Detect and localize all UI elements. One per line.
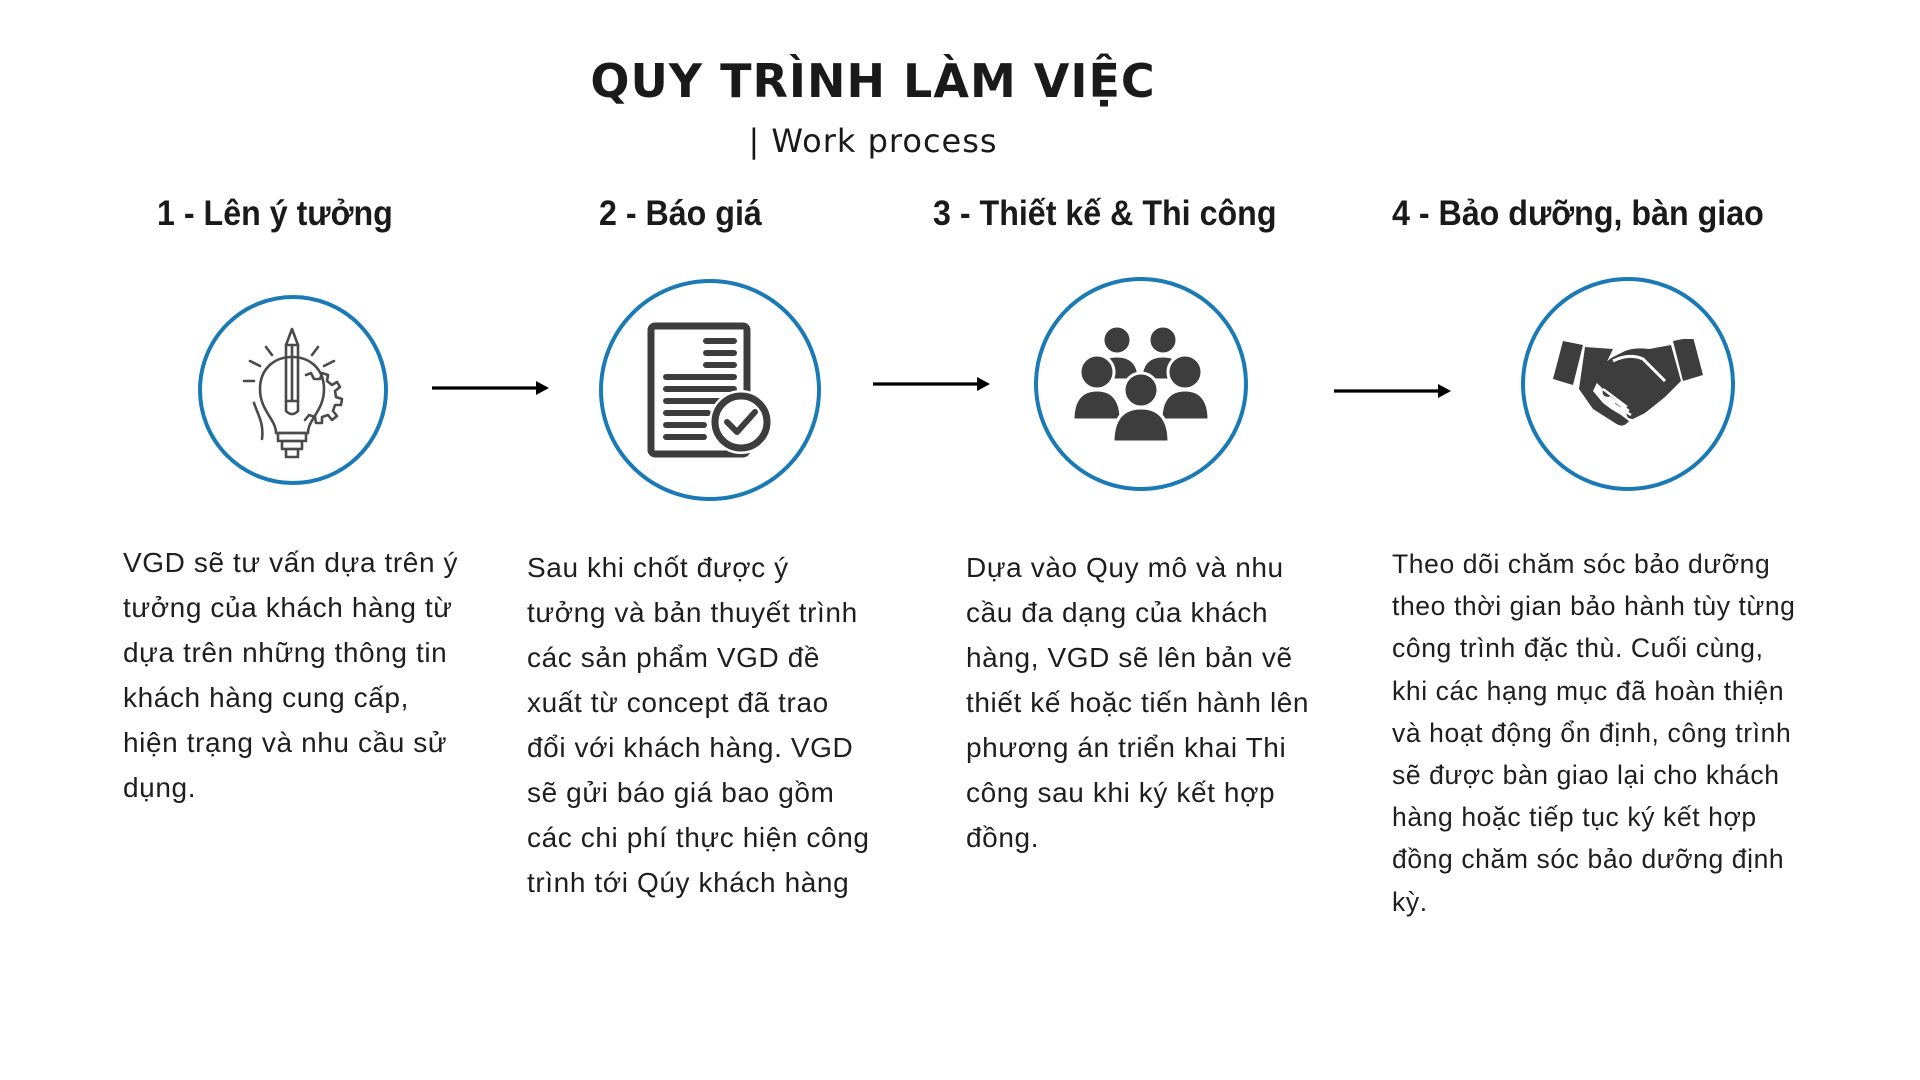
step-2-icon-circle [599,279,821,501]
step-3-icon-circle [1034,277,1248,491]
handshake-icon [1553,339,1703,426]
step-4-heading: 4 - Bảo dưỡng, bàn giao [1392,194,1764,233]
arrow-right-icon [432,381,549,395]
step-1-icon-circle [198,295,388,485]
step-2-description: Sau khi chốt được ý tưởng và bản thuyết … [527,552,870,898]
step-2-heading: 2 - Báo giá [599,194,762,233]
step-1-heading: 1 - Lên ý tưởng [157,194,393,233]
group-people-icon [1071,324,1211,444]
arrow-right-icon [873,377,990,391]
step-1-description: VGD sẽ tư vấn dựa trên ý tưởng của khách… [123,547,459,803]
page-title: QUY TRÌNH LÀM VIỆC [590,54,1156,108]
step-4-icon-circle [1521,277,1735,491]
step-4-description: Theo dõi chăm sóc bảo dưỡng theo thời gi… [1392,549,1796,917]
lightbulb-pencil-gear-icon [242,327,344,459]
arrow-right-icon [1334,384,1451,398]
step-3-heading: 3 - Thiết kế & Thi công [933,194,1277,233]
document-check-icon [647,322,773,458]
page-subtitle: | Work process [748,122,998,160]
step-3-description: Dựa vào Quy mô và nhu cầu đa dạng của kh… [966,552,1310,853]
